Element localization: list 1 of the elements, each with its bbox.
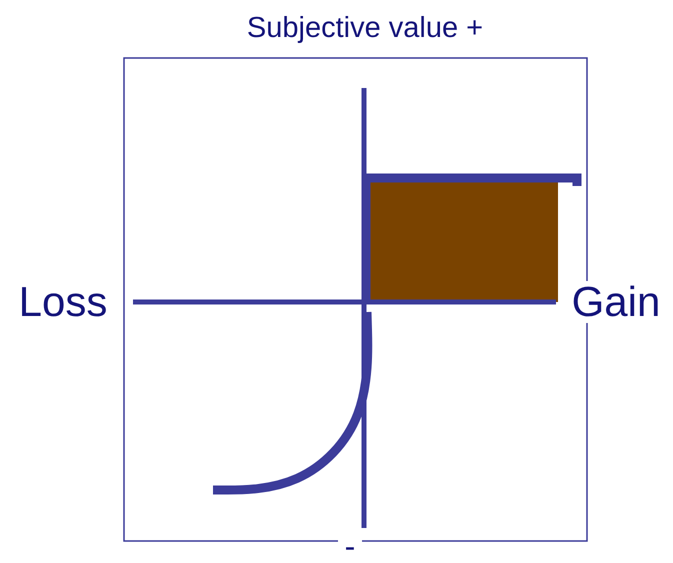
axis-title: Subjective value + (246, 14, 484, 43)
